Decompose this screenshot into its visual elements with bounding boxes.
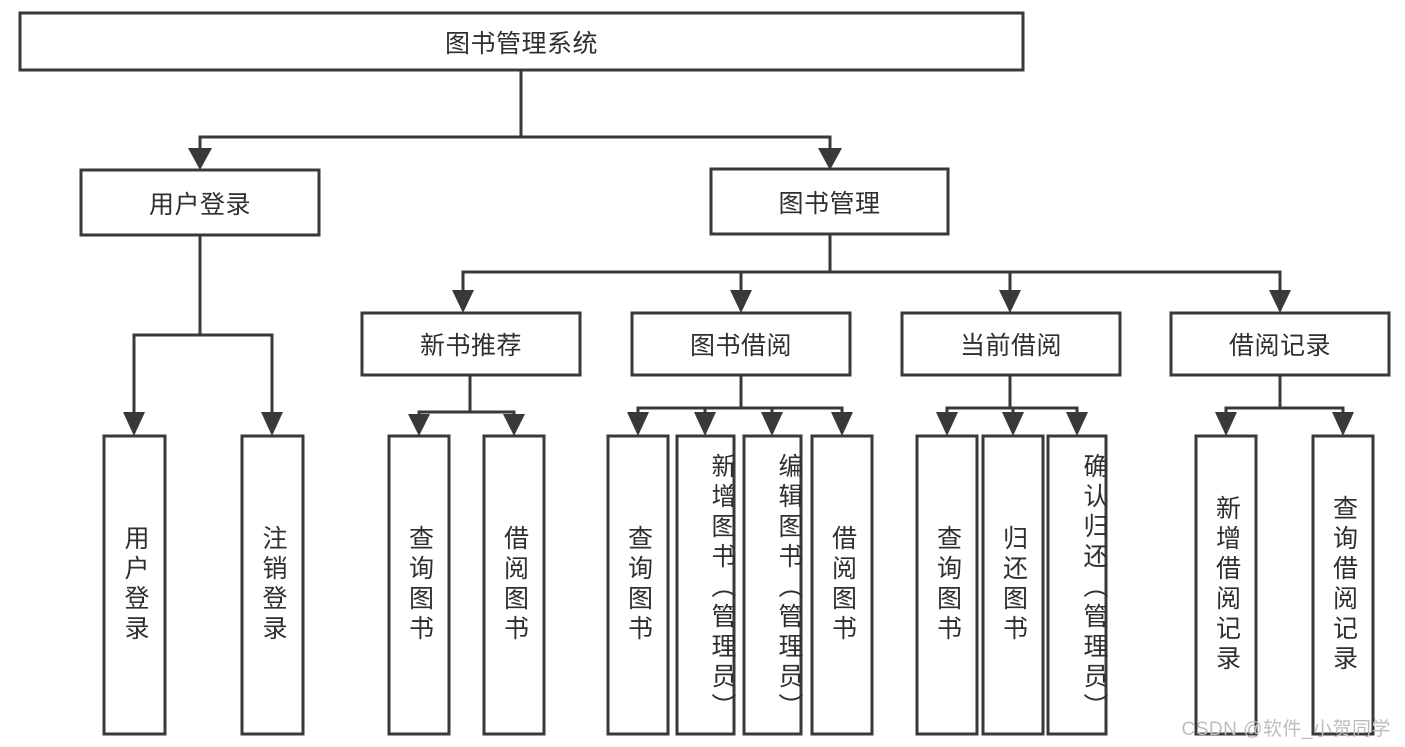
- arrowhead-leaf-borrow-book-2: [831, 412, 853, 436]
- node-box-leaf-confirm-return[interactable]: [1046, 434, 1108, 736]
- connector-borrowrecords-to-leaves: [1215, 373, 1354, 436]
- arrowhead-user-login: [188, 148, 212, 170]
- arrowhead-leaf-query-book-1: [408, 414, 430, 436]
- arrowhead-book-management: [818, 148, 842, 170]
- arrowhead-book-borrow: [730, 290, 752, 313]
- arrowhead-leaf-add-record: [1215, 412, 1237, 436]
- arrowhead-leaf-confirm-return: [1066, 412, 1088, 436]
- node-box-leaf-query-book-3[interactable]: [915, 434, 979, 736]
- arrowhead-leaf-return-book: [1002, 412, 1024, 436]
- node-box-leaf-borrow-book-2[interactable]: [810, 434, 874, 736]
- node-box-leaf-borrow-book-1[interactable]: [482, 434, 546, 736]
- node-box-new-book-recommend[interactable]: [360, 311, 582, 377]
- node-box-user-login[interactable]: [79, 168, 321, 237]
- node-box-leaf-query-book-1[interactable]: [387, 434, 451, 736]
- connector-userlogin-to-leaves: [123, 233, 283, 436]
- connector-newbook-to-leaves: [408, 373, 525, 436]
- node-box-leaf-add-book[interactable]: [675, 434, 736, 736]
- arrowhead-new-book-recommend: [452, 290, 474, 313]
- arrowhead-leaf-borrow-book-1: [503, 414, 525, 436]
- connector-root-to-level1: [188, 68, 842, 170]
- node-box-leaf-return-book[interactable]: [981, 434, 1045, 736]
- arrowhead-borrow-records: [1269, 290, 1291, 313]
- arrowhead-leaf-edit-book: [761, 412, 783, 436]
- watermark-text: CSDN @软件_小贺同学: [1181, 719, 1391, 740]
- node-box-leaf-add-record[interactable]: [1194, 434, 1258, 736]
- node-box-leaf-query-record[interactable]: [1311, 434, 1375, 736]
- arrowhead-current-borrow: [999, 290, 1021, 313]
- node-box-layer: [18, 11, 1391, 736]
- node-box-root[interactable]: [18, 11, 1025, 72]
- connector-currentborrow-to-leaves: [936, 373, 1088, 436]
- node-box-leaf-user-login[interactable]: [102, 434, 167, 736]
- node-box-book-borrow[interactable]: [630, 311, 852, 377]
- node-box-current-borrow[interactable]: [900, 311, 1122, 377]
- node-box-leaf-logout[interactable]: [240, 434, 305, 736]
- connector-bookmgmt-to-level2: [452, 232, 1291, 313]
- node-box-book-management[interactable]: [709, 167, 950, 236]
- arrowhead-leaf-logout: [261, 412, 283, 436]
- node-box-borrow-records[interactable]: [1169, 311, 1391, 377]
- arrowhead-leaf-query-book-2: [627, 412, 649, 436]
- node-box-leaf-edit-book[interactable]: [742, 434, 803, 736]
- arrowhead-leaf-user-login: [123, 412, 145, 436]
- node-box-leaf-query-book-2[interactable]: [606, 434, 670, 736]
- connector-bookborrow-to-leaves: [627, 373, 853, 436]
- arrowhead-leaf-query-record: [1332, 412, 1354, 436]
- arrowhead-leaf-add-book: [694, 412, 716, 436]
- arrowhead-leaf-query-book-3: [936, 412, 958, 436]
